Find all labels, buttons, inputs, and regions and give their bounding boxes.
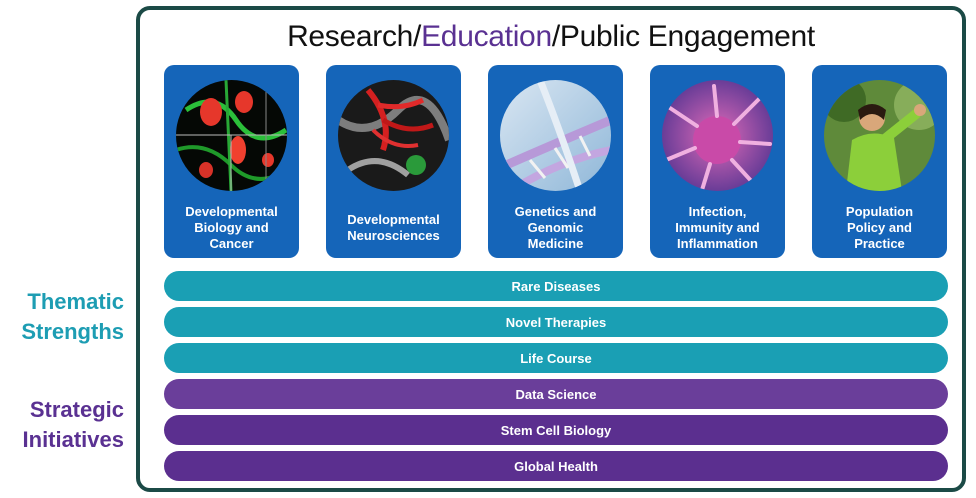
- thematic-label-line2: Strengths: [21, 319, 124, 344]
- card-population-policy[interactable]: Population Policy and Practice: [812, 65, 947, 258]
- card-developmental-biology[interactable]: Developmental Biology and Cancer: [164, 65, 299, 258]
- card-genetics-genomic-medicine[interactable]: Genetics and Genomic Medicine: [488, 65, 623, 258]
- card-developmental-neurosciences[interactable]: Developmental Neurosciences: [326, 65, 461, 258]
- title-public-engagement: /Public Engagement: [551, 20, 815, 53]
- card-label: Genetics and Genomic Medicine: [514, 204, 597, 251]
- thematic-label-line1: Thematic: [27, 289, 124, 314]
- bar-life-course[interactable]: Life Course: [164, 343, 948, 373]
- card-label: Developmental Biology and Cancer: [185, 204, 278, 251]
- card-label: Infection, Immunity and Inflammation: [675, 204, 760, 251]
- card-label: Population Policy and Practice: [845, 204, 914, 251]
- title-research: Research/: [287, 20, 422, 53]
- virus-image: [662, 80, 773, 191]
- bar-stem-cell-biology[interactable]: Stem Cell Biology: [164, 415, 948, 445]
- bar-rare-diseases[interactable]: Rare Diseases: [164, 271, 948, 301]
- strategic-label-line1: Strategic: [29, 397, 124, 422]
- fluorescent-cells-image: [176, 80, 287, 191]
- thematic-strengths-label: Thematic Strengths: [21, 287, 124, 347]
- dna-helix-image: [500, 80, 611, 191]
- bar-data-science[interactable]: Data Science: [164, 379, 948, 409]
- card-infection-immunity[interactable]: Infection, Immunity and Inflammation: [650, 65, 785, 258]
- strategic-initiatives-label: Strategic Initiatives: [23, 395, 124, 455]
- neurons-image: [338, 80, 449, 191]
- strategic-label-line2: Initiatives: [22, 427, 124, 452]
- diagram-frame: Research/Education/Public Engagement: [136, 6, 966, 492]
- bar-novel-therapies[interactable]: Novel Therapies: [164, 307, 948, 337]
- title-education: Education: [421, 20, 552, 53]
- diagram-title: Research/Education/Public Engagement: [140, 20, 962, 54]
- bar-global-health[interactable]: Global Health: [164, 451, 948, 481]
- card-label: Developmental Neurosciences: [347, 212, 440, 243]
- child-image: [824, 80, 935, 191]
